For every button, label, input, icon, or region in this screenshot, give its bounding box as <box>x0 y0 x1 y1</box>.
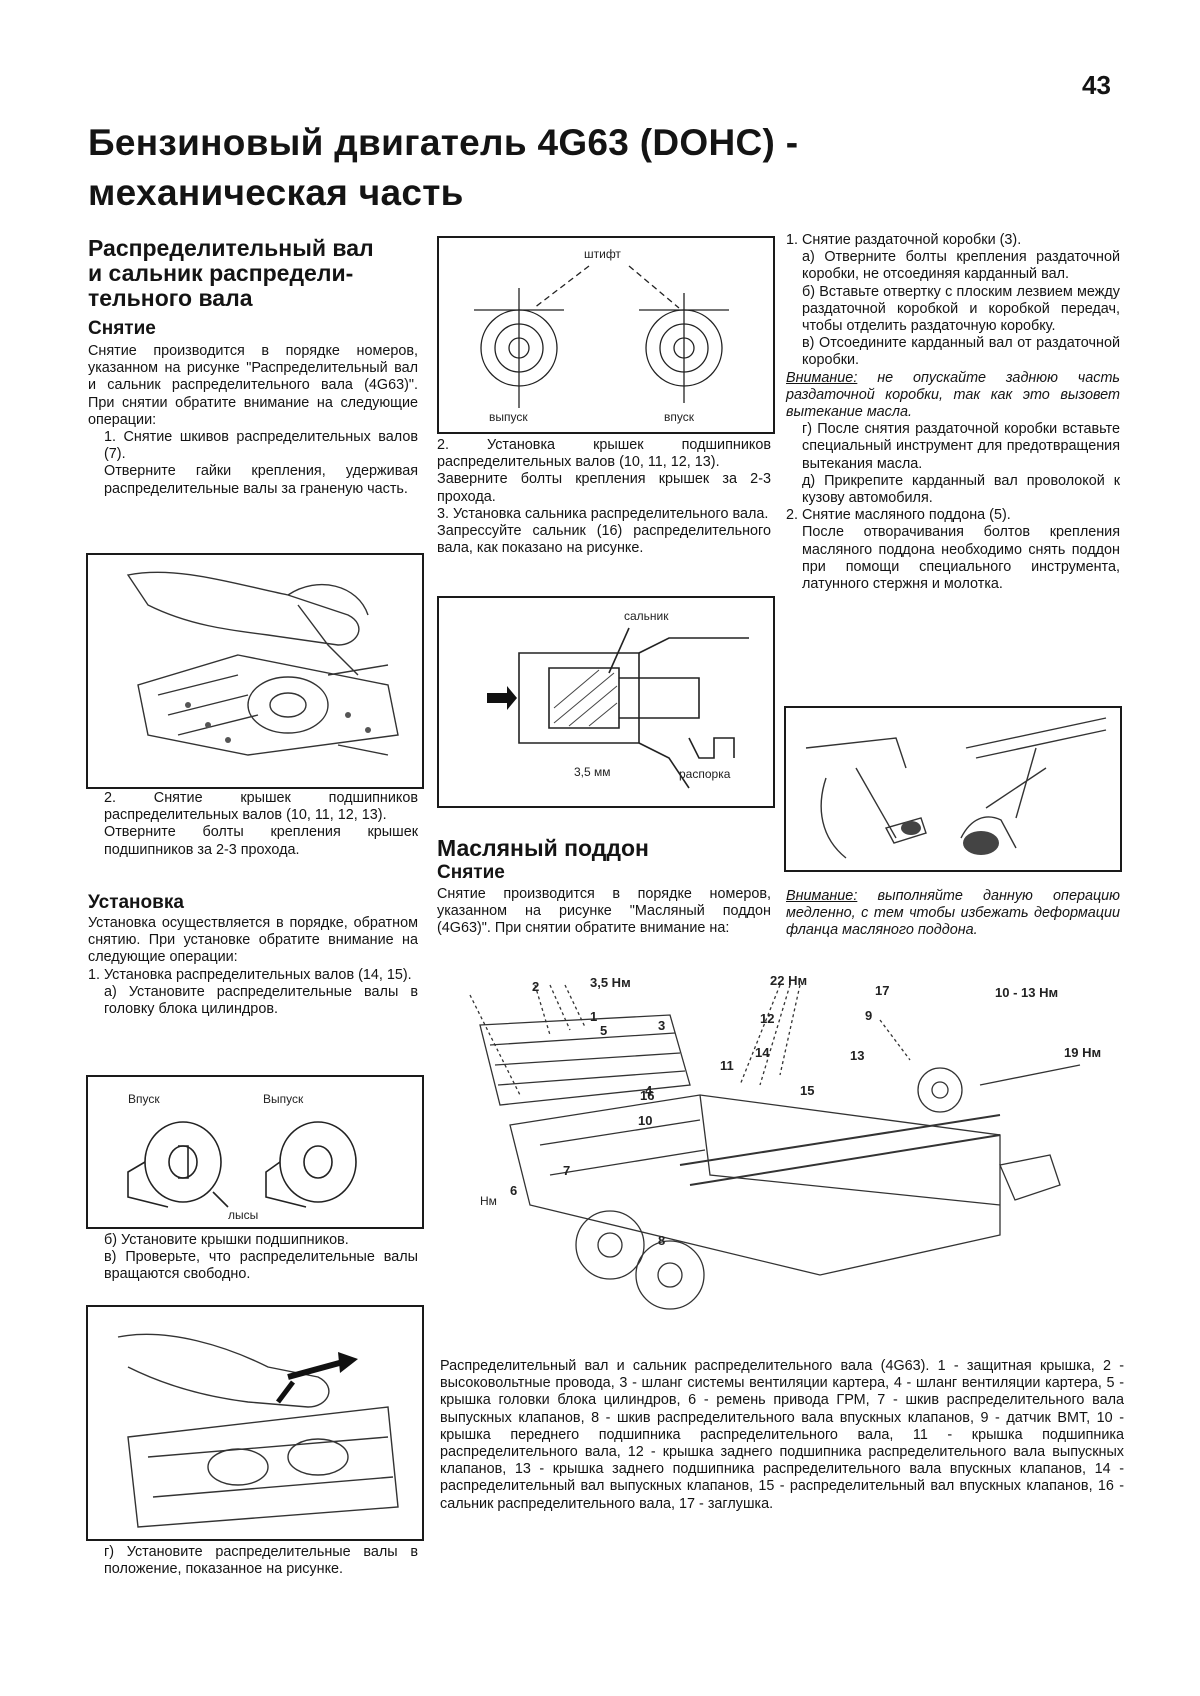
warning-label: Внимание: <box>786 369 858 386</box>
oil-pan-step-2-text: После отворачивания болтов крепления мас… <box>802 524 1120 593</box>
pulley-removal-drawing <box>126 571 399 756</box>
warning-2-label: Внимание: <box>786 888 858 904</box>
warning-2-block: Внимание: выполняйте данную операцию мед… <box>786 888 1120 940</box>
heading-line: тельного вала <box>88 285 253 311</box>
title-line-1: Бензиновый двигатель 4G63 (DOHC) - <box>88 122 799 163</box>
part-number: 10 <box>638 1113 652 1128</box>
install-step-1-title: 1. Установка распределительных валов (14… <box>88 966 412 983</box>
label-intake: Выпуск <box>263 1092 304 1106</box>
part-number: 1 <box>590 1009 597 1024</box>
part-number: 12 <box>760 1011 774 1026</box>
seal-press-drawing: сальник 3,5 мм распорка <box>487 609 749 789</box>
label-seal: сальник <box>624 609 669 623</box>
warning-2-text: выполняйте данную операцию медленно, с т… <box>786 888 1121 939</box>
part-number: 6 <box>510 1183 517 1198</box>
label-exhaust: Впуск <box>128 1092 160 1106</box>
tc-step-1b: б) Вставьте отвертку с плоским лезвием м… <box>802 283 1120 335</box>
install-intro: Установка осуществляется в порядке, обра… <box>88 915 418 966</box>
install-step-1g: г) Установите распределительные валы в п… <box>104 1544 418 1578</box>
figure-camshaft-position <box>86 1305 424 1541</box>
part-number: 8 <box>658 1233 665 1248</box>
part-number: 15 <box>800 1083 814 1098</box>
install-step-1g-block: г) Установите распределительные валы в п… <box>88 1544 418 1578</box>
part-number: 4 <box>645 1083 653 1098</box>
oil-pan-removal-drawing <box>805 717 1107 859</box>
step-2-text: Отверните болты крепления крышек подшипн… <box>104 824 418 858</box>
label-spacer: распорка <box>679 767 731 781</box>
label-intake-pin: впуск <box>664 410 695 424</box>
warning-text: не опускайте заднюю часть раздаточной ко… <box>786 369 1121 421</box>
section-heading-camshaft: Распределительный вал и сальник распреде… <box>88 236 418 311</box>
tc-step-1g: г) После снятия раздаточной коробки вста… <box>802 421 1120 472</box>
install-steps-2-3: 2. Установка крышек подшипников распреде… <box>437 437 771 557</box>
torque-label: 22 Нм <box>770 975 807 988</box>
figure-dowel-pins: штифт выпуск впуск <box>437 236 775 434</box>
exploded-view-drawing: 3,5 Нм 22 Нм 10 - 13 Нм 19 Нм Нм 1 2 3 4… <box>469 973 1101 1310</box>
torque-label: 3,5 Нм <box>590 975 631 990</box>
part-number: 9 <box>865 1008 872 1023</box>
figure-seal-press: сальник 3,5 мм распорка <box>437 596 775 808</box>
install-step-2-text: Заверните болты крепления крышек за 2-3 … <box>437 471 771 505</box>
part-number: 13 <box>850 1048 864 1063</box>
step-2-title: 2. Снятие крышек подшипников распределит… <box>104 790 418 824</box>
page-number: 43 <box>1082 70 1111 100</box>
oil-pan-intro-block: Снятие производится в порядке номеров, у… <box>437 886 771 938</box>
tc-step-1a: а) Отверните болты крепления раздаточной… <box>802 249 1120 283</box>
exploded-view-diagram: 3,5 Нм 22 Нм 10 - 13 Нм 19 Нм Нм 1 2 3 4… <box>440 973 1124 1347</box>
removal-text-block: Снятие производится в порядке номеров, у… <box>88 343 418 498</box>
oil-pan-removal-heading: Снятие <box>437 862 505 883</box>
oil-pan-step-2: 2. Снятие масляного поддона (5). <box>786 507 1011 524</box>
oil-pan-heading: Масляный поддон <box>437 835 649 861</box>
part-number: 14 <box>755 1045 770 1060</box>
install-step-1v: в) Проверьте, что распределительные валы… <box>104 1249 418 1283</box>
removal-heading: Снятие <box>88 318 156 339</box>
camshaft-ends-drawing: Впуск Выпуск лысы <box>127 1092 357 1222</box>
oil-pan-intro: Снятие производится в порядке номеров, у… <box>437 886 771 937</box>
part-number: 5 <box>600 1023 607 1038</box>
tc-step-1d: д) Прикрепите карданный вал проволокой к… <box>802 472 1120 507</box>
tc-step-1v: в) Отсоедините карданный вал от раздаточ… <box>802 335 1120 369</box>
figure-pulley-removal <box>86 553 424 789</box>
label-flats: лысы <box>228 1208 258 1222</box>
part-number: 16 <box>640 1088 654 1103</box>
figure-camshaft-ends: Впуск Выпуск лысы <box>86 1075 424 1229</box>
transfer-case-block: 1. Снятие раздаточной коробки (3). а) От… <box>786 232 1120 593</box>
heading-line: и сальник распредели- <box>88 260 354 286</box>
install-heading: Установка <box>88 892 184 913</box>
install-step-3-text: Запрессуйте сальник (16) распределительн… <box>437 523 771 557</box>
label-mm: 3,5 мм <box>574 765 611 779</box>
install-step-1b: б) Установите крышки подшипников. <box>104 1232 349 1248</box>
part-number: 2 <box>532 979 539 994</box>
figure-oil-pan-removal <box>784 706 1122 872</box>
step-1-title: 1. Снятие шкивов распределительных валов… <box>104 429 418 463</box>
heading-line: Распределительный вал <box>88 235 374 261</box>
figure-caption: Распределительный вал и сальник распреде… <box>440 1358 1124 1513</box>
part-number: 7 <box>563 1163 570 1178</box>
torque-label: Нм <box>480 1194 497 1208</box>
torque-label: 19 Нм <box>1064 1045 1101 1060</box>
tc-step-1: 1. Снятие раздаточной коробки (3). <box>786 232 1022 248</box>
removal-intro: Снятие производится в порядке номеров, у… <box>88 343 418 428</box>
install-step-2-title: 2. Установка крышек подшипников распреде… <box>437 437 771 471</box>
label-pin: штифт <box>584 247 621 261</box>
dowel-pins-drawing: штифт выпуск впуск <box>474 247 729 424</box>
caption-text: Распределительный вал и сальник распреде… <box>440 1358 1124 1512</box>
part-number: 17 <box>875 983 889 998</box>
step-2-block: 2. Снятие крышек подшипников распределит… <box>88 790 418 859</box>
page-title: Бензиновый двигатель 4G63 (DOHC) - механ… <box>88 118 1088 218</box>
part-number: 11 <box>720 1058 734 1073</box>
title-line-2: механическая часть <box>88 172 464 213</box>
torque-label: 10 - 13 Нм <box>995 985 1058 1000</box>
camshaft-position-drawing <box>117 1333 399 1528</box>
install-steps-bv: б) Установите крышки подшипников. в) Про… <box>88 1232 418 1284</box>
install-step-1a: а) Установите распределительные валы в г… <box>104 983 418 1018</box>
install-text-block: Установка осуществляется в порядке, обра… <box>88 915 418 1018</box>
part-number: 3 <box>658 1018 665 1033</box>
step-1-text: Отверните гайки крепления, удерживая рас… <box>104 463 418 497</box>
label-exhaust-pin: выпуск <box>489 410 528 424</box>
install-step-3-title: 3. Установка сальника распределительного… <box>437 505 769 522</box>
